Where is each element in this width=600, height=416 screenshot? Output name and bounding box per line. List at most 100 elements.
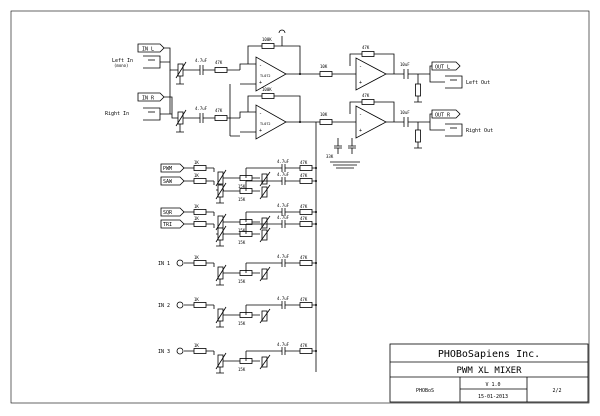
svg-text:4.7uF: 4.7uF [277, 203, 290, 208]
svg-text:33K: 33K [326, 154, 334, 159]
svg-text:10K: 10K [320, 64, 328, 69]
svg-text:+: + [259, 128, 262, 134]
left-out-jack: Left Out [445, 75, 490, 89]
left-in-jack: Left In (mono) [112, 55, 161, 69]
svg-text:47K: 47K [300, 173, 308, 178]
svg-text:47K: 47K [362, 45, 370, 50]
svg-text:15K: 15K [238, 197, 246, 202]
svg-text:4.7uF: 4.7uF [277, 296, 290, 301]
svg-text:47K: 47K [300, 343, 308, 348]
svg-text:47K: 47K [300, 204, 308, 209]
mixer-channel-2: 1K 15K 4.7uF 47K [184, 172, 317, 204]
mixer-channel-4: 1K 15K 4.7uF 47K [184, 215, 317, 247]
svg-text:SAW: SAW [163, 179, 173, 185]
title-company: PHOBoSapiens Inc. [438, 349, 540, 360]
right-out-jack: Right Out [445, 123, 493, 137]
svg-text:47K: 47K [300, 255, 308, 260]
svg-text:IN R: IN R [142, 96, 155, 102]
title-block: PHOBoSapiens Inc. PWM XL MIXER PHOBoS V … [389, 343, 589, 403]
svg-text:15K: 15K [238, 279, 246, 284]
svg-text:4.7uF: 4.7uF [277, 159, 290, 164]
svg-text:100K: 100K [262, 37, 272, 42]
title-sheet: 2/2 [552, 388, 561, 394]
pin-tri: TRI [160, 219, 185, 229]
pin-out-r: OUT R [431, 109, 461, 119]
svg-text:IN L: IN L [142, 47, 154, 53]
svg-text:47K: 47K [300, 297, 308, 302]
svg-text:Left In: Left In [112, 58, 133, 64]
svg-text:Left Out: Left Out [466, 80, 490, 86]
svg-text:+: + [259, 80, 262, 86]
mixer-channel-5: 1K 15K 4.7uF 47K [184, 254, 317, 286]
svg-text:-: - [259, 63, 262, 69]
svg-text:15K: 15K [238, 367, 246, 372]
svg-text:15K: 15K [238, 321, 246, 326]
svg-text:Right Out: Right Out [466, 128, 493, 134]
svg-text:4.7uF: 4.7uF [277, 215, 290, 220]
mixer-channel-3: 1K 15K 4.7uF 47K [184, 203, 317, 235]
svg-text:+: + [359, 80, 362, 86]
right-in-jack: Right In [105, 107, 161, 121]
svg-text:1K: 1K [194, 343, 199, 348]
mixer-channel-7: 1K 15K 4.7uF 47K [184, 342, 317, 374]
title-author: PHOBoS [416, 388, 434, 394]
svg-text:TRI: TRI [163, 222, 172, 228]
svg-text:OUT R: OUT R [435, 113, 451, 119]
pin-in-r: IN R [137, 92, 165, 102]
svg-text:TL072: TL072 [260, 74, 271, 78]
svg-text:10uF: 10uF [400, 110, 410, 115]
svg-text:(mono): (mono) [114, 63, 128, 68]
svg-text:15K: 15K [238, 240, 246, 245]
svg-text:SQR: SQR [163, 210, 173, 216]
svg-text:IN 3: IN 3 [158, 349, 170, 355]
pin-in-l: IN L [137, 43, 165, 53]
svg-text:4.7uF: 4.7uF [277, 172, 290, 177]
svg-text:10uF: 10uF [400, 62, 410, 67]
title-version: V 1.0 [485, 382, 500, 388]
pin-sqr: SQR [160, 207, 185, 217]
svg-text:100K: 100K [262, 87, 272, 92]
title-date: 15-01-2013 [478, 394, 508, 400]
svg-text:4.7uF: 4.7uF [195, 106, 208, 111]
svg-text:1K: 1K [194, 173, 199, 178]
svg-text:-: - [359, 112, 362, 118]
svg-text:-: - [259, 111, 262, 117]
svg-text:1K: 1K [194, 204, 199, 209]
svg-text:15K: 15K [238, 184, 246, 189]
pin-saw: SAW [160, 176, 185, 186]
jack-in-3: IN 3 [158, 347, 184, 355]
opamp-a: - + TL072 [255, 56, 287, 92]
svg-text:IN 1: IN 1 [158, 261, 170, 267]
svg-text:4.7uF: 4.7uF [277, 254, 290, 259]
svg-text:47K: 47K [362, 93, 370, 98]
svg-text:47K: 47K [300, 216, 308, 221]
title-name: PWM XL MIXER [456, 366, 522, 376]
svg-text:47K: 47K [215, 60, 223, 65]
svg-text:Right In: Right In [105, 111, 129, 117]
svg-text:47K: 47K [215, 108, 223, 113]
svg-text:15K: 15K [238, 228, 246, 233]
svg-text:IN 2: IN 2 [158, 303, 170, 309]
jack-in-1: IN 1 [158, 259, 184, 267]
svg-text:1K: 1K [194, 216, 199, 221]
svg-text:TL072: TL072 [260, 122, 271, 126]
svg-text:4.7uF: 4.7uF [277, 342, 290, 347]
opamp-b: - + TL072 [255, 104, 287, 140]
sheet-border [10, 10, 590, 404]
pin-pwm: PWM [160, 163, 185, 173]
svg-text:1K: 1K [194, 297, 199, 302]
svg-text:10K: 10K [320, 112, 328, 117]
svg-text:4.7uF: 4.7uF [195, 58, 208, 63]
pin-out-l: OUT L [431, 61, 461, 71]
svg-text:1K: 1K [194, 255, 199, 260]
svg-text:1K: 1K [194, 160, 199, 165]
svg-text:+: + [359, 128, 362, 134]
mixer-channel-1: 1K 15K 4.7uF 47K [184, 159, 317, 191]
svg-text:47K: 47K [300, 160, 308, 165]
jack-in-2: IN 2 [158, 301, 184, 309]
mixer-channel-6: 1K 15K 4.7uF 47K [184, 296, 317, 328]
svg-text:-: - [359, 64, 362, 70]
